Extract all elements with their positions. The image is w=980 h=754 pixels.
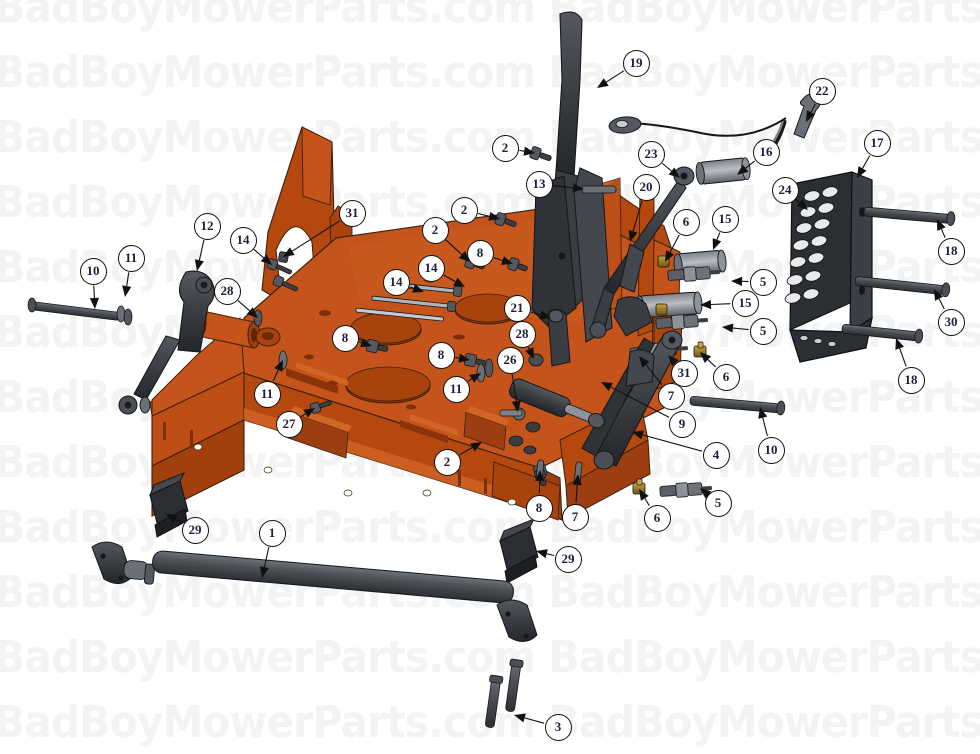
callout-13[interactable]: 13 — [525, 170, 553, 198]
callout-6[interactable]: 6 — [643, 504, 671, 532]
callout-31[interactable]: 31 — [670, 359, 698, 387]
callout-5[interactable]: 5 — [704, 489, 732, 517]
callout-29[interactable]: 29 — [554, 545, 582, 573]
callout-2[interactable]: 2 — [433, 448, 461, 476]
callout-15[interactable]: 15 — [711, 205, 739, 233]
callout-11[interactable]: 11 — [442, 375, 470, 403]
callout-9[interactable]: 9 — [668, 410, 696, 438]
callout-14[interactable]: 14 — [417, 254, 445, 282]
callout-2[interactable]: 2 — [421, 216, 449, 244]
callout-7[interactable]: 7 — [657, 382, 685, 410]
callout-21[interactable]: 21 — [503, 294, 531, 322]
callout-31[interactable]: 31 — [338, 199, 366, 227]
callout-10[interactable]: 10 — [757, 436, 785, 464]
callout-4[interactable]: 4 — [702, 441, 730, 469]
callout-8[interactable]: 8 — [525, 494, 553, 522]
callout-1[interactable]: 1 — [258, 519, 286, 547]
callout-18[interactable]: 18 — [897, 366, 925, 394]
callout-24[interactable]: 24 — [771, 176, 799, 204]
callout-3[interactable]: 3 — [544, 713, 572, 741]
callout-10[interactable]: 10 — [79, 257, 107, 285]
callout-12[interactable]: 12 — [193, 212, 221, 240]
callout-28[interactable]: 28 — [508, 320, 536, 348]
callout-29[interactable]: 29 — [181, 516, 209, 544]
callout-26[interactable]: 26 — [496, 346, 524, 374]
callout-2[interactable]: 2 — [491, 134, 519, 162]
leader-arrowheads — [89, 78, 946, 723]
callout-14[interactable]: 14 — [229, 226, 257, 254]
callout-7[interactable]: 7 — [561, 503, 589, 531]
callout-14[interactable]: 14 — [382, 268, 410, 296]
callout-18[interactable]: 18 — [937, 237, 965, 265]
callout-22[interactable]: 22 — [808, 77, 836, 105]
callout-8[interactable]: 8 — [331, 324, 359, 352]
callout-5[interactable]: 5 — [749, 317, 777, 345]
callout-19[interactable]: 19 — [622, 49, 650, 77]
callout-28[interactable]: 28 — [213, 277, 241, 305]
callout-16[interactable]: 16 — [752, 138, 780, 166]
callout-23[interactable]: 23 — [637, 140, 665, 168]
callout-27[interactable]: 27 — [275, 410, 303, 438]
callout-6[interactable]: 6 — [672, 208, 700, 236]
callout-30[interactable]: 30 — [937, 308, 965, 336]
callout-17[interactable]: 17 — [863, 129, 891, 157]
callout-2[interactable]: 2 — [450, 196, 478, 224]
callout-15[interactable]: 15 — [731, 289, 759, 317]
linkage-and-hardware — [27, 11, 956, 728]
callout-5[interactable]: 5 — [749, 268, 777, 296]
callout-11[interactable]: 11 — [253, 380, 281, 408]
leader-lines — [93, 70, 946, 724]
callout-11[interactable]: 11 — [117, 244, 145, 272]
callout-6[interactable]: 6 — [712, 363, 740, 391]
callout-20[interactable]: 20 — [632, 173, 660, 201]
callout-8[interactable]: 8 — [466, 239, 494, 267]
callout-8[interactable]: 8 — [427, 341, 455, 369]
